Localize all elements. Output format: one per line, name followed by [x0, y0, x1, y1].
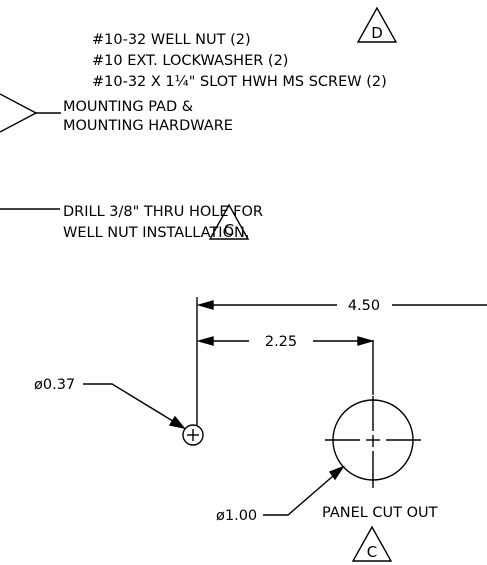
revision-letter-d: D [371, 24, 383, 42]
mounting-label-line1: MOUNTING PAD & [63, 99, 193, 115]
mounting-leader [0, 93, 61, 133]
drill-note-line1: DRILL 3/8" THRU HOLE FOR [63, 204, 263, 220]
dimension-overall-value: 4.50 [348, 298, 380, 314]
drill-note-line2: WELL NUT INSTALLATION. [63, 225, 249, 241]
revision-triangle-c-panel: C [351, 525, 393, 562]
leader-arrowhead [328, 465, 345, 481]
panel-cutout-label: PANEL CUT OUT [322, 505, 438, 521]
dimension-arrowhead [357, 336, 375, 346]
small-hole-leader [83, 383, 186, 430]
leader-line [263, 469, 341, 516]
revision-triangle-shape [356, 6, 398, 43]
dimension-arrowhead [196, 300, 214, 310]
revision-letter-c: C [224, 221, 234, 239]
hardware-note-screw: #10-32 X 1¼" SLOT HWH MS SCREW (2) [92, 74, 387, 90]
revision-triangle-shape [351, 525, 393, 562]
revision-letter-c: C [367, 543, 377, 561]
leader-arrowhead-outline [0, 93, 38, 133]
hardware-note-lockwasher: #10 EXT. LOCKWASHER (2) [92, 53, 288, 69]
dimension-half [196, 336, 375, 346]
leader-line [83, 383, 182, 427]
revision-triangle-d: D [356, 6, 398, 43]
dimension-overall [196, 300, 487, 310]
revision-triangle-shape [208, 203, 250, 240]
small-hole-diameter-label: ø0.37 [34, 377, 75, 393]
large-hole-leader [263, 465, 345, 516]
small-hole [182, 424, 204, 446]
hardware-note-well-nut: #10-32 WELL NUT (2) [92, 32, 251, 48]
large-hole [325, 396, 421, 488]
dimension-half-value: 2.25 [265, 334, 297, 350]
dimension-arrowhead [196, 336, 214, 346]
revision-triangle-c-drill: C [208, 203, 250, 240]
mounting-label-line2: MOUNTING HARDWARE [63, 118, 233, 134]
large-hole-diameter-label: ø1.00 [216, 508, 257, 524]
leader-arrowhead [168, 415, 186, 430]
small-hole-circle [182, 424, 204, 446]
